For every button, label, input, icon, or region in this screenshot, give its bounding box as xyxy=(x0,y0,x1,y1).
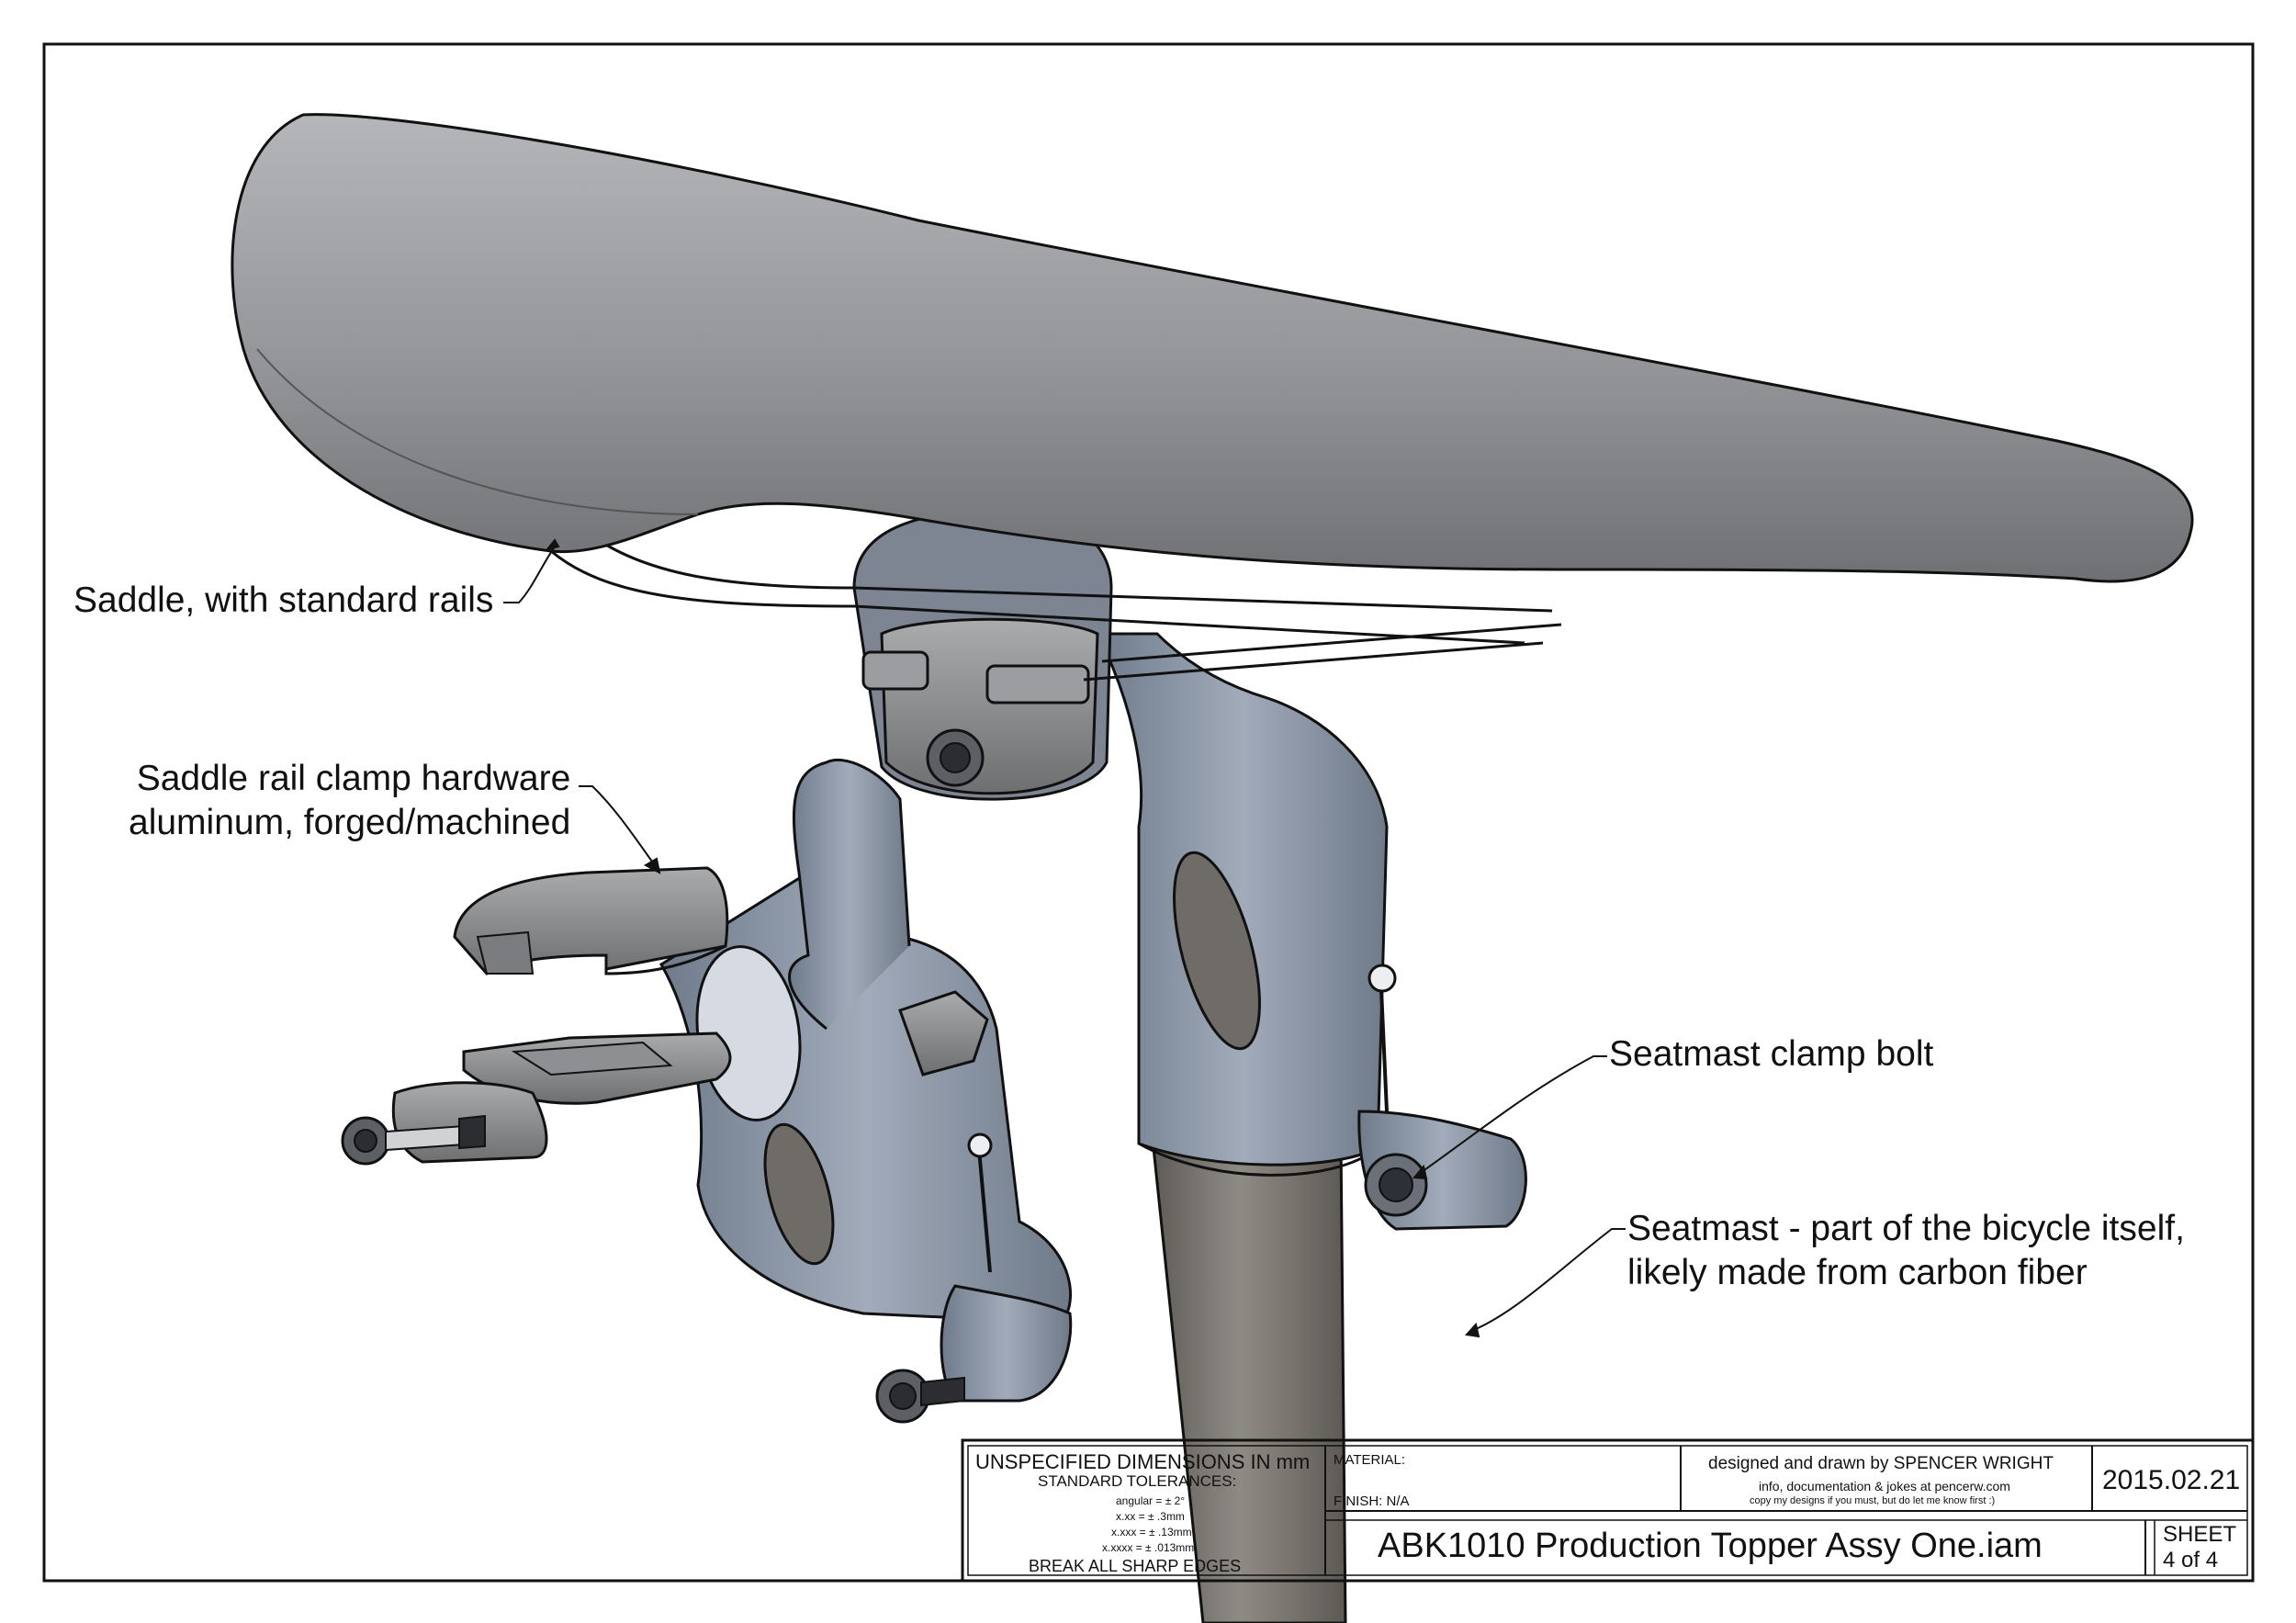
clamp-hardware-callout: Saddle rail clamp hardware aluminum, for… xyxy=(129,757,570,845)
title-block xyxy=(961,1438,2255,1583)
saddle xyxy=(231,113,2194,583)
seatmast-callout: Seatmast - part of the bicycle itself, l… xyxy=(1627,1207,2185,1295)
tolerance-2-place: x.xx = ± .3mm xyxy=(1116,1510,1185,1523)
tolerance-angular: angular = ± 2° xyxy=(1116,1494,1186,1507)
info-line: info, documentation & jokes at pencerw.c… xyxy=(1759,1479,2010,1493)
edges-note: BREAK ALL SHARP EDGES xyxy=(1029,1557,1242,1575)
seatmast-line2: likely made from carbon fiber xyxy=(1627,1253,2088,1292)
finish-label: FINISH: N/A xyxy=(1334,1493,1410,1509)
dimensions-heading: UNSPECIFIED DIMENSIONS IN mm xyxy=(975,1450,1311,1473)
sheet-number: 4 of 4 xyxy=(2163,1548,2219,1572)
clamp-hardware-line2: aluminum, forged/machined xyxy=(129,803,571,842)
exploded-lower-cradle xyxy=(462,990,989,1105)
clamp-hardware-line1: Saddle rail clamp hardware xyxy=(136,759,571,798)
tolerance-3-place: x.xxx = ± .13mm xyxy=(1111,1526,1192,1538)
exploded-clamp-stem xyxy=(658,758,1073,1424)
drawing-title: ABK1010 Production Topper Assy One.iam xyxy=(1378,1527,2043,1565)
material-label: MATERIAL: xyxy=(1334,1452,1406,1468)
copy-note: copy my designs if you must, but do let … xyxy=(1750,1495,1996,1506)
sheet-label: SHEET xyxy=(2163,1522,2237,1547)
assembled-clamp-head xyxy=(852,508,1527,1231)
saddle-rails xyxy=(550,531,1562,682)
drawing-date: 2015.02.21 xyxy=(2102,1465,2241,1495)
exploded-front-clamp xyxy=(341,1081,548,1166)
exploded-upper-clamp xyxy=(453,866,729,975)
clamp-bolt-callout: Seatmast clamp bolt xyxy=(1609,1034,1934,1074)
saddle-callout: Saddle, with standard rails xyxy=(73,580,494,620)
seatmast-line1: Seatmast - part of the bicycle itself, xyxy=(1627,1209,2185,1248)
tolerance-4-place: x.xxxx = ± .013mm xyxy=(1102,1541,1195,1554)
leader-lines xyxy=(503,538,1626,1338)
designer-credit: designed and drawn by SPENCER WRIGHT xyxy=(1708,1454,2054,1473)
tolerances-heading: STANDARD TOLERANCES: xyxy=(1038,1472,1237,1490)
